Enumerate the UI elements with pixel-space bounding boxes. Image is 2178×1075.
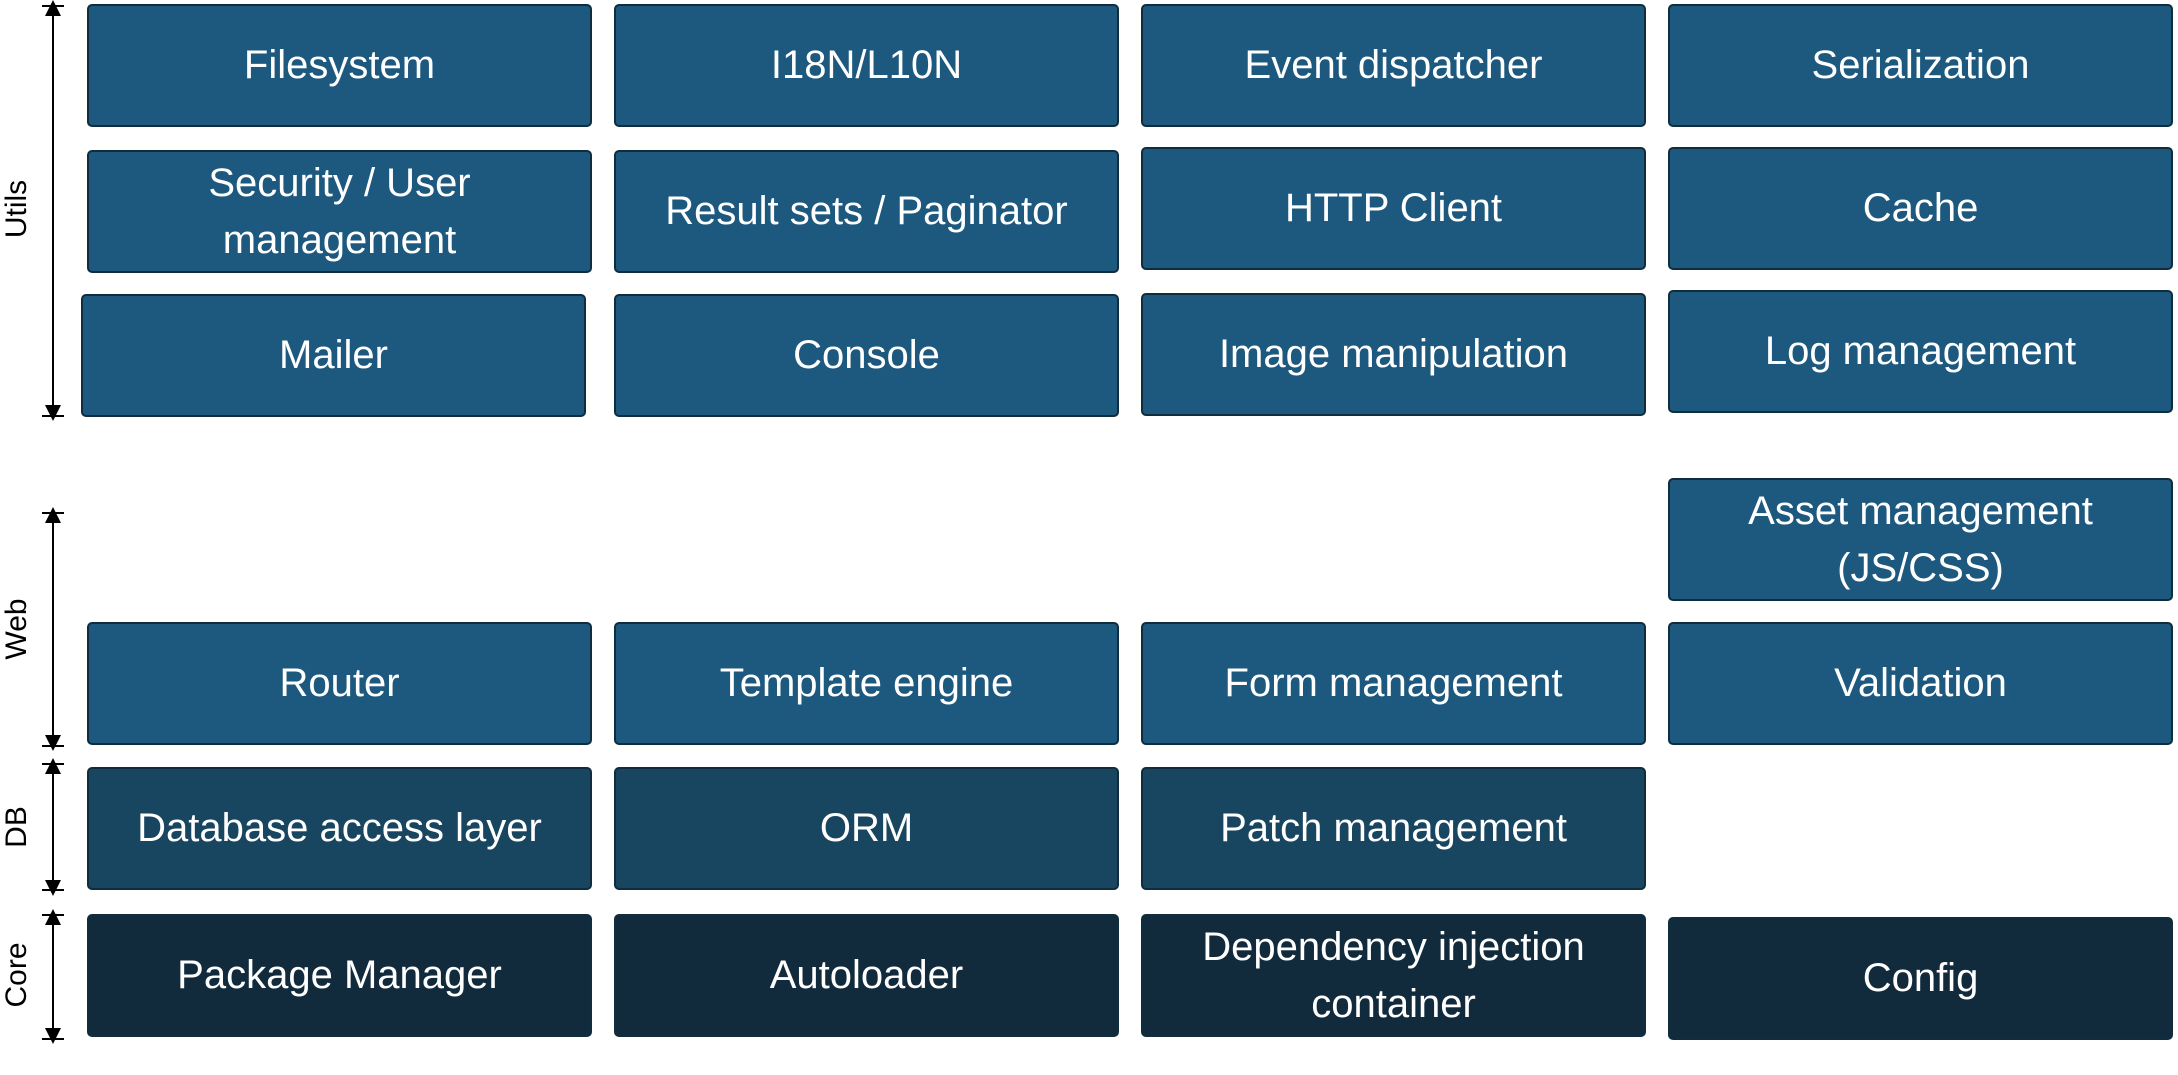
core-layer-label: Core (0, 942, 33, 1008)
module-box-config: Config (1668, 917, 2173, 1040)
module-box-mailer: Mailer (81, 294, 586, 417)
module-box-package-manager: Package Manager (87, 914, 592, 1037)
module-box-autoloader: Autoloader (614, 914, 1119, 1037)
module-box-dependency-injection: Dependency injection container (1141, 914, 1646, 1037)
module-box-event-dispatcher: Event dispatcher (1141, 4, 1646, 127)
module-box-http-client: HTTP Client (1141, 147, 1646, 270)
module-box-orm: ORM (614, 767, 1119, 890)
module-box-result-sets: Result sets / Paginator (614, 150, 1119, 273)
module-box-asset-management: Asset management (JS/CSS) (1668, 478, 2173, 601)
module-box-filesystem: Filesystem (87, 4, 592, 127)
module-box-log-management: Log management (1668, 290, 2173, 413)
module-box-i18n: I18N/L10N (614, 4, 1119, 127)
module-box-cache: Cache (1668, 147, 2173, 270)
utils-layer-label: Utils (0, 179, 33, 239)
web-layer-label: Web (0, 598, 33, 660)
module-box-image-manipulation: Image manipulation (1141, 293, 1646, 416)
layer-axis (42, 0, 64, 1044)
module-box-security: Security / User management (87, 150, 592, 273)
module-box-form-management: Form management (1141, 622, 1646, 745)
module-box-patch-management: Patch management (1141, 767, 1646, 890)
module-box-router: Router (87, 622, 592, 745)
module-box-template-engine: Template engine (614, 622, 1119, 745)
module-box-serialization: Serialization (1668, 4, 2173, 127)
module-box-validation: Validation (1668, 622, 2173, 745)
module-box-console: Console (614, 294, 1119, 417)
module-box-database-access-layer: Database access layer (87, 767, 592, 890)
